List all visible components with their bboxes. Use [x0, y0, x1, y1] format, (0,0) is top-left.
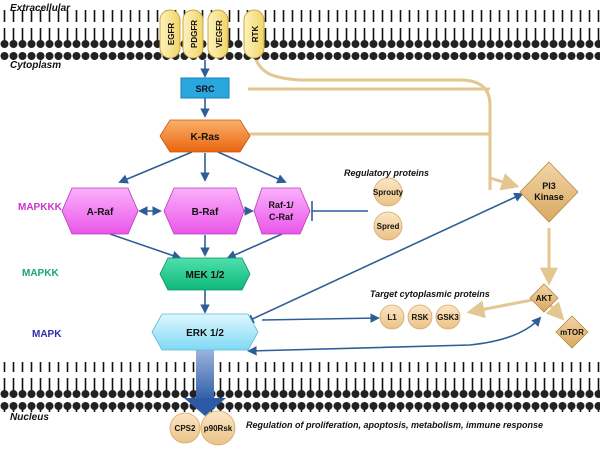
- src-label: SRC: [195, 84, 215, 94]
- gsk3-node: GSK3: [435, 304, 461, 330]
- nucleus-label: Nucleus: [10, 412, 49, 423]
- p90rsk-node: p90Rsk: [200, 410, 236, 446]
- akt-to-targets-arrow: [466, 298, 533, 319]
- braf-label: B-Raf: [192, 207, 219, 218]
- sprouty-node: Sprouty: [373, 177, 404, 207]
- l1-node: L1: [379, 304, 405, 330]
- akt-erk-arrow: [247, 316, 542, 356]
- kras-to-raf1-arrow: [217, 151, 287, 184]
- pi3-label-line1: PI3: [542, 181, 556, 191]
- l1-label: L1: [387, 313, 397, 322]
- regulatory-proteins-label: Regulatory proteins: [344, 168, 429, 178]
- pi3k-erk-arrow: [244, 192, 524, 324]
- receptor-pdgfr-label: PDGFR: [190, 20, 199, 48]
- mapkkk-label: MAPKKK: [18, 202, 63, 213]
- cytoplasm-label: Cytoplasm: [10, 60, 61, 71]
- extracellular-label: Extracellular: [10, 3, 71, 14]
- spred-label: Spred: [377, 222, 400, 231]
- mapk-cascade-arrows: [109, 60, 542, 356]
- akt-to-mtor-arrow: [545, 301, 565, 321]
- receptor-vegfr: VEGFR: [207, 9, 229, 59]
- receptor-rtk-label: RTK: [251, 26, 260, 43]
- rtk-to-pi3k-curve: [254, 59, 492, 190]
- regulatory-inhibition: [311, 201, 368, 221]
- akt-node: AKT: [529, 283, 559, 313]
- src-node: SRC: [180, 77, 230, 99]
- receptor-egfr: EGFR: [159, 9, 181, 59]
- pi3-label-line2: Kinase: [534, 192, 564, 202]
- raf1-label-line2: C-Raf: [269, 212, 294, 222]
- kras-label: K-Ras: [191, 132, 220, 143]
- spred-node: Spred: [373, 211, 403, 241]
- mtor-node: mTOR: [555, 315, 589, 349]
- target-proteins-label: Target cytoplasmic proteins: [370, 289, 490, 299]
- akt-label: AKT: [536, 294, 553, 303]
- nuclear-membrane: [0, 362, 600, 412]
- receptor-vegfr-label: VEGFR: [215, 20, 224, 48]
- araf-node: A-Raf: [61, 187, 139, 235]
- receptor-pdgfr: PDGFR: [182, 9, 204, 59]
- rsk-node: RSK: [407, 304, 433, 330]
- p90rsk-label: p90Rsk: [204, 424, 233, 433]
- erk-to-l1-arrow: [261, 313, 380, 323]
- kras-to-araf-arrow: [118, 151, 193, 184]
- raf1-node: Raf-1/ C-Raf: [253, 187, 311, 235]
- plasma-membrane: [0, 10, 600, 60]
- mek-label: MEK 1/2: [186, 270, 225, 281]
- braf-node: B-Raf: [163, 187, 245, 235]
- mtor-label: mTOR: [560, 328, 584, 337]
- kras-node: K-Ras: [159, 119, 251, 153]
- raf1-label-line1: Raf-1/: [268, 200, 294, 210]
- cps2-label: CPS2: [175, 424, 196, 433]
- pi3-kinase-node: PI3 Kinase: [519, 161, 579, 223]
- araf-label: A-Raf: [87, 207, 114, 218]
- cps2-node: CPS2: [169, 412, 201, 444]
- receptor-egfr-label: EGFR: [167, 23, 176, 45]
- receptor-rtk: RTK: [243, 9, 265, 59]
- branch-to-pi3k-arrow: [489, 173, 520, 191]
- raf1-to-mek-arrow: [226, 233, 283, 260]
- erk-label: ERK 1/2: [186, 328, 224, 339]
- gsk3-label: GSK3: [437, 313, 459, 322]
- erk-to-nucleus-arrow: [184, 350, 226, 416]
- sprouty-label: Sprouty: [373, 188, 404, 197]
- araf-to-mek-arrow: [109, 233, 182, 261]
- mek-node: MEK 1/2: [159, 257, 251, 291]
- regulation-outcome-label: Regulation of proliferation, apoptosis, …: [246, 420, 543, 430]
- mapkk-label: MAPKK: [22, 268, 59, 279]
- mapk-label: MAPK: [32, 329, 62, 340]
- erk-node: ERK 1/2: [151, 313, 259, 351]
- rsk-label: RSK: [412, 313, 429, 322]
